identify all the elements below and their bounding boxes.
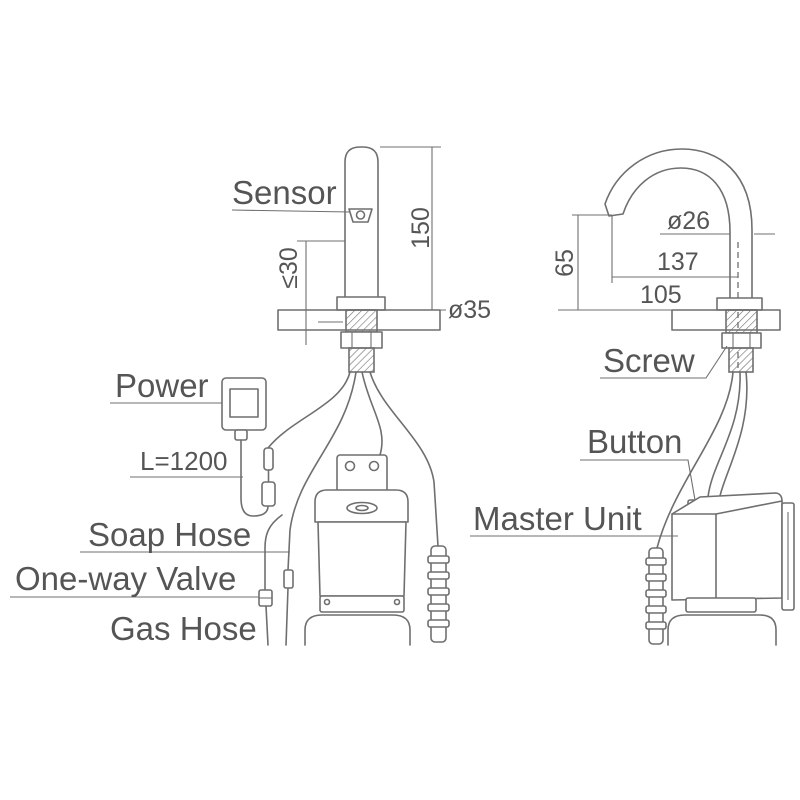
master-unit-label: Master Unit — [473, 500, 642, 537]
power-label: Power — [115, 367, 209, 404]
spout-height-label: 65 — [551, 249, 579, 277]
spout-body — [344, 146, 379, 298]
side-soap-bottle — [667, 614, 777, 646]
soap-hose-fitting — [283, 569, 294, 589]
spout-reach-dimension-line — [611, 215, 738, 283]
height-dimension-label: 150 — [407, 207, 435, 249]
spout-height-dimension-line — [572, 214, 612, 310]
master-unit-base — [685, 597, 757, 613]
side-sensor-cable — [656, 371, 734, 549]
base-dot — [393, 598, 401, 606]
gas-hose — [264, 514, 283, 646]
bracket-screw-hole — [344, 460, 356, 472]
sensor-cable — [369, 371, 439, 547]
one-way-valve — [258, 589, 273, 607]
side-hose — [707, 371, 741, 498]
height-dimension-line — [380, 146, 441, 310]
diameter-dimension-label: ø35 — [448, 296, 491, 324]
refill-slot — [346, 501, 378, 515]
side-mounting-shank — [725, 309, 758, 334]
lower-shank — [348, 347, 375, 373]
screw-label: Screw — [603, 342, 695, 379]
power-cable — [267, 371, 351, 449]
cable-connector-female — [263, 447, 274, 471]
cable-connector-male — [261, 481, 276, 507]
gooseneck-spout — [604, 148, 753, 299]
spout-collar — [336, 296, 386, 311]
sensor-label: Sensor — [232, 174, 337, 211]
master-unit — [671, 492, 795, 613]
side-cable-plug — [645, 547, 667, 645]
container-hose — [361, 371, 383, 456]
soap-container — [304, 454, 411, 646]
spout-reach-label: 137 — [657, 248, 699, 276]
offset-label: 105 — [640, 281, 682, 309]
soap-hose-label: Soap Hose — [88, 516, 251, 553]
sensor-leader-line — [231, 209, 351, 213]
button-leader-line — [580, 459, 696, 501]
gas-hose-label: Gas Hose — [110, 610, 257, 647]
adapter-cable — [240, 439, 269, 517]
mounting-nut — [340, 331, 383, 349]
sensor-cable-plug — [427, 545, 450, 643]
side-lower-shank — [728, 347, 754, 373]
thickness-dimension-line — [297, 240, 345, 345]
cable-length-label: L=1200 — [140, 446, 227, 476]
container-body — [317, 521, 407, 597]
refill-slot-inner — [355, 504, 369, 512]
mounting-shank — [345, 309, 378, 333]
power-adapter — [221, 377, 267, 441]
button-label: Button — [587, 423, 682, 460]
mounting-bracket — [336, 454, 388, 496]
spout-diameter-label: ø26 — [667, 207, 710, 235]
screw-leader-line — [600, 345, 728, 379]
container-base — [319, 595, 405, 613]
bracket-screw-hole — [368, 460, 380, 472]
sensor-icon — [348, 208, 373, 223]
thickness-dimension-label: ≤30 — [275, 247, 303, 289]
side-spout-collar — [716, 297, 763, 311]
side-mounting-nut — [721, 332, 762, 349]
side-hose — [719, 371, 748, 497]
one-way-valve-label: One-way Valve — [15, 560, 236, 597]
soap-bottle — [304, 614, 411, 646]
front-view: Sensor 150 ≤30 ø35 — [10, 146, 491, 647]
base-dot — [323, 598, 331, 606]
soap-hose — [285, 371, 357, 646]
side-view: 65 ø26 137 105 Screw — [470, 148, 795, 646]
